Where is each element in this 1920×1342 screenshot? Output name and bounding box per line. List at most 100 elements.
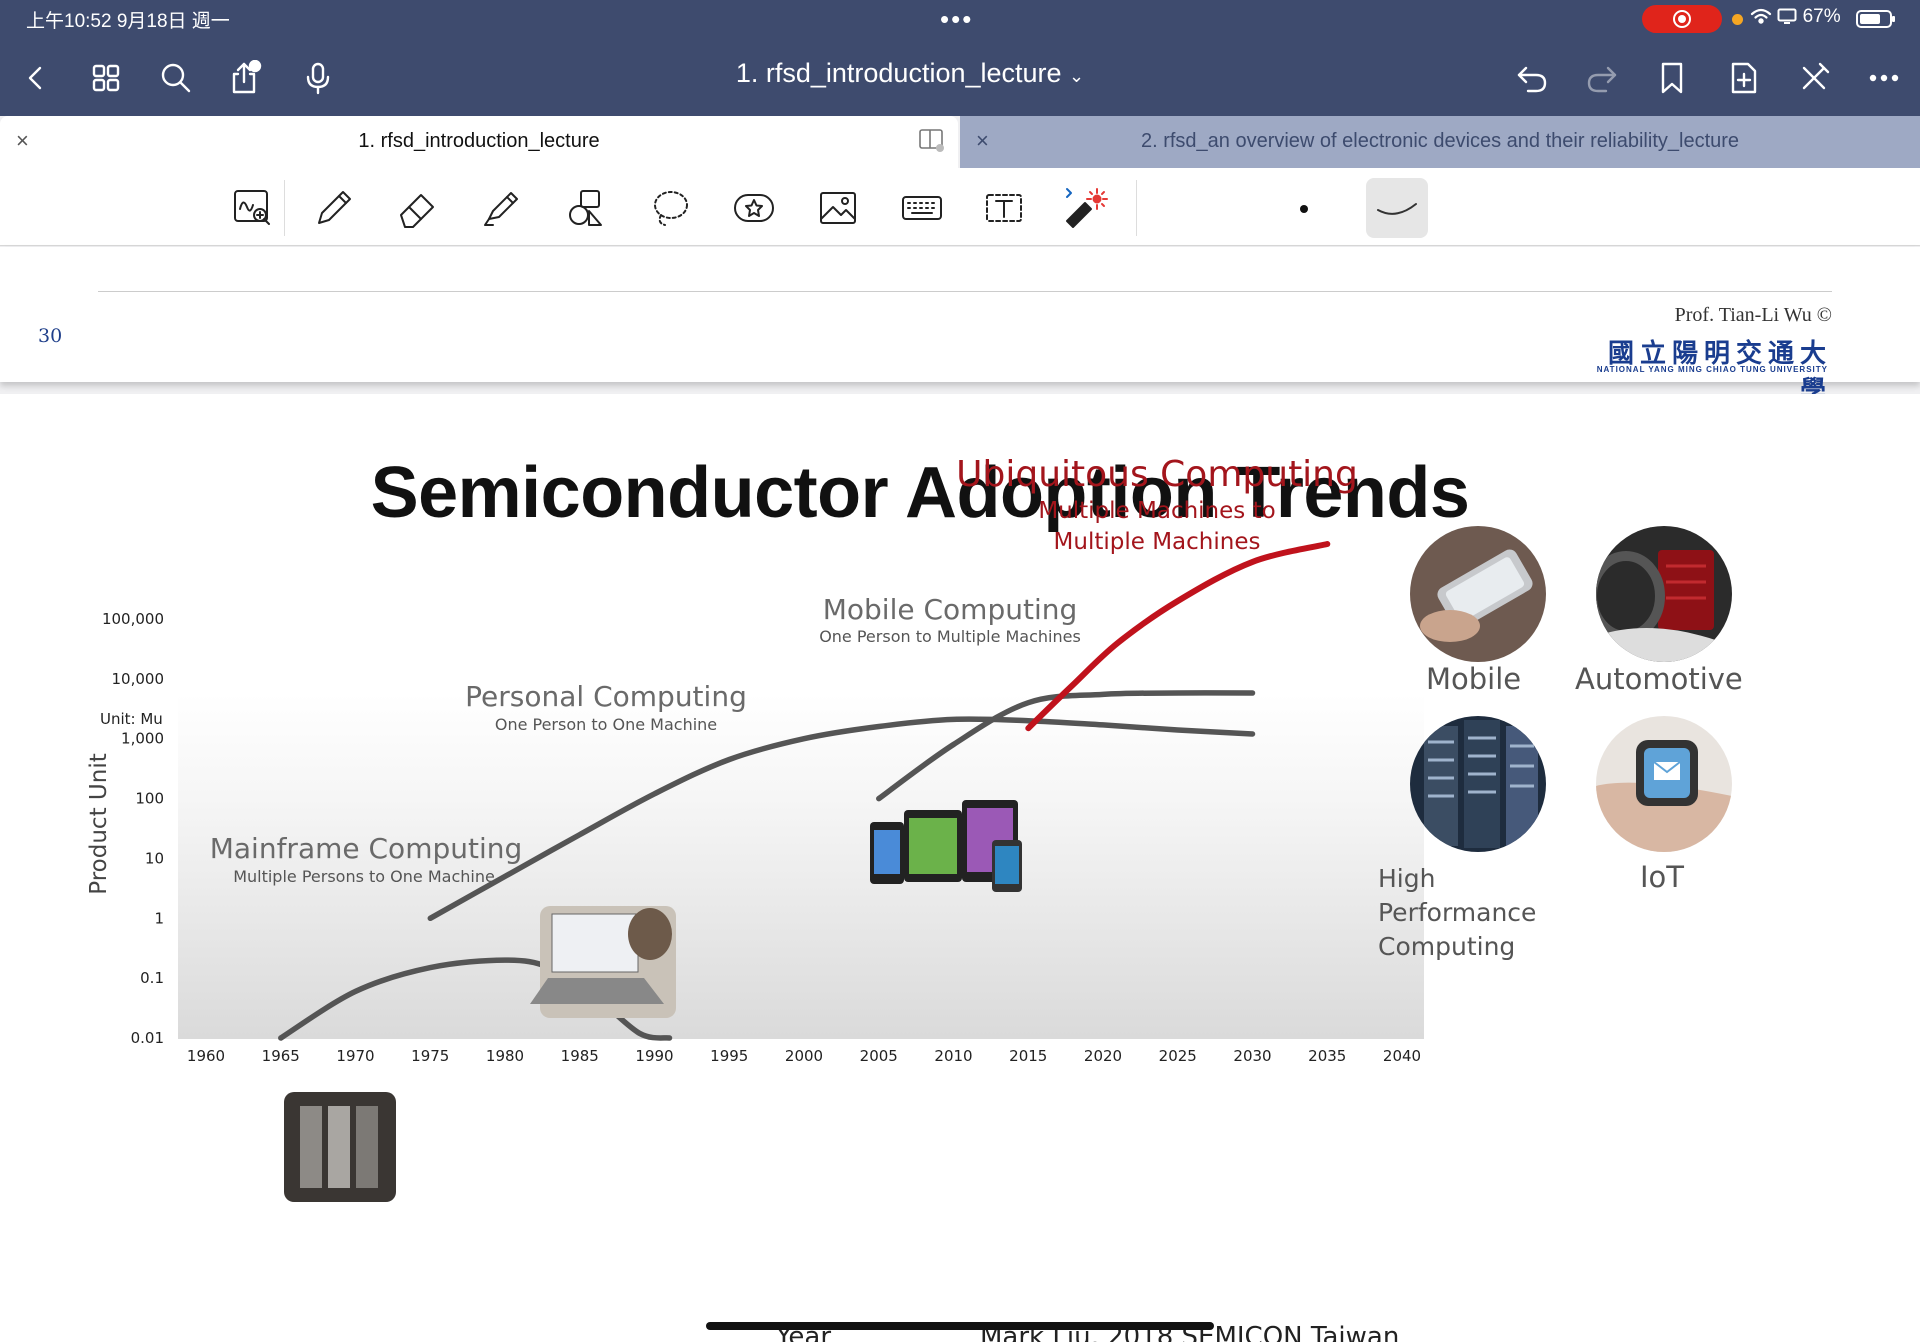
status-right: 67% <box>1750 6 1841 28</box>
mobile-devices-photo <box>870 800 1022 892</box>
personal-era-subtitle: One Person to One Machine <box>495 715 717 734</box>
page-divider-line <box>98 291 1832 292</box>
add-page-icon[interactable] <box>1722 56 1766 100</box>
microphone-icon[interactable] <box>296 56 340 100</box>
split-view-icon[interactable] <box>918 128 946 159</box>
mainframe-era-title: Mainframe Computing <box>210 832 523 865</box>
hpc-label: High Performance Computing <box>1378 862 1536 964</box>
app-toolbar: 上午10:52 9月18日 週一 ••• 67% 1. rfsd_introdu… <box>0 0 1920 116</box>
mobile-label: Mobile <box>1426 662 1522 696</box>
unit-label: Unit: Mu <box>100 710 163 728</box>
iot-photo <box>1596 716 1732 852</box>
grid-icon[interactable] <box>84 56 128 100</box>
x-tick-label: 2010 <box>934 1047 972 1065</box>
y-axis-label: Product Unit <box>86 753 112 894</box>
university-logo-english: NATIONAL YANG MING CHIAO TUNG UNIVERSITY <box>1596 365 1828 374</box>
toolbar-divider <box>1136 180 1137 236</box>
x-tick-label: 1980 <box>486 1047 524 1065</box>
ubiquitous-era-title: Ubiquitous Computing <box>956 454 1358 495</box>
ubiquitous-era-subtitle-2: Multiple Machines <box>1054 529 1261 555</box>
pen-tool-icon[interactable] <box>308 182 360 234</box>
document-title-dropdown[interactable]: 1. rfsd_introduction_lecture ⌄ <box>660 58 1160 89</box>
y-tick-label: 1,000 <box>121 730 164 748</box>
share-icon[interactable] <box>222 56 266 100</box>
hpc-photo <box>1410 716 1546 852</box>
mainframe-series-line <box>278 957 673 1041</box>
image-tool-icon[interactable] <box>812 182 864 234</box>
keyboard-tool-icon[interactable] <box>896 182 948 234</box>
drawing-toolbar <box>0 168 1920 246</box>
mainframe-photo <box>284 1092 396 1202</box>
zoom-window-tool-icon[interactable] <box>226 182 278 234</box>
x-tick-label: 2020 <box>1084 1047 1122 1065</box>
professor-credit: Prof. Tian-Li Wu © <box>1674 304 1832 326</box>
battery-level <box>1860 14 1880 24</box>
x-tick-label: 1995 <box>710 1047 748 1065</box>
hpc-label-line-3: Computing <box>1378 932 1516 961</box>
shapes-tool-icon[interactable] <box>560 182 612 234</box>
ubiquitous-series-line <box>1025 541 1331 732</box>
more-icon[interactable] <box>1862 56 1906 100</box>
stroke-style-swatch[interactable] <box>1366 178 1428 238</box>
pen-size-dot[interactable] <box>1300 205 1308 213</box>
page-scroll-indicator[interactable] <box>706 1322 1214 1330</box>
x-tick-label: 1970 <box>336 1047 374 1065</box>
document-title: 1. rfsd_introduction_lecture <box>735 58 1062 88</box>
y-tick-label: 100 <box>135 790 164 808</box>
x-tick-label: 2025 <box>1159 1047 1197 1065</box>
back-icon[interactable] <box>14 56 58 100</box>
highlighter-tool-icon[interactable] <box>476 182 528 234</box>
adoption-trend-chart: Unit: Mu Product Unit 0.01 0.1 1 10 100 1,000… <box>86 454 1424 1202</box>
laser-pointer-tool-icon[interactable] <box>1060 182 1112 234</box>
y-tick-label: 100,000 <box>102 610 164 628</box>
tab-label: 1. rfsd_introduction_lecture <box>358 130 600 152</box>
x-tick-label: 2000 <box>785 1047 823 1065</box>
status-time-date: 上午10:52 9月18日 週一 <box>26 11 230 32</box>
undo-icon[interactable] <box>1510 56 1554 100</box>
slide-title: Semiconductor Adoption Trends <box>370 453 1470 533</box>
y-tick-label: 0.01 <box>131 1029 164 1047</box>
screen-recording-indicator[interactable] <box>1642 5 1722 33</box>
laptop-photo <box>530 906 676 1018</box>
redo-icon[interactable] <box>1580 56 1624 100</box>
automotive-label: Automotive <box>1575 662 1743 696</box>
close-tools-icon[interactable] <box>1792 56 1836 100</box>
tab-close-icon[interactable]: × <box>16 128 29 153</box>
chevron-down-icon: ⌄ <box>1069 66 1085 86</box>
y-tick-label: 10 <box>145 849 164 867</box>
x-tick-label: 2035 <box>1308 1047 1346 1065</box>
wifi-icon <box>1750 6 1772 27</box>
x-tick-label: 1985 <box>561 1047 599 1065</box>
tab-document-1[interactable]: × 1. rfsd_introduction_lecture <box>0 116 958 168</box>
text-tool-icon[interactable] <box>978 182 1030 234</box>
tab-close-icon[interactable]: × <box>976 128 989 153</box>
series-lines <box>278 541 1331 1041</box>
slide-page: Semiconductor Adoption Trends Unit: Mu P… <box>0 394 1920 1342</box>
hpc-label-line-2: Performance <box>1378 898 1537 927</box>
personal-series-line <box>427 716 1256 922</box>
mainframe-era-subtitle: Multiple Persons to One Machine <box>233 867 495 886</box>
battery-icon <box>1856 10 1895 28</box>
eraser-tool-icon[interactable] <box>392 182 444 234</box>
ubiquitous-era-subtitle-1: Multiple Machines to <box>1038 498 1275 524</box>
y-tick-label: 0.1 <box>140 969 164 987</box>
sticker-tool-icon[interactable] <box>728 182 780 234</box>
x-tick-label: 1960 <box>187 1047 225 1065</box>
toolbar-divider <box>284 180 285 236</box>
search-icon[interactable] <box>154 56 198 100</box>
x-tick-label: 2005 <box>860 1047 898 1065</box>
mobile-era-subtitle: One Person to Multiple Machines <box>819 627 1081 646</box>
iot-label: IoT <box>1640 860 1685 894</box>
bookmark-icon[interactable] <box>1650 56 1694 100</box>
tab-document-2[interactable]: × 2. rfsd_an overview of electronic devi… <box>960 116 1920 168</box>
mobile-era-title: Mobile Computing <box>823 593 1078 626</box>
y-tick-label: 1 <box>154 909 164 927</box>
x-tick-label: 2040 <box>1383 1047 1421 1065</box>
multitasking-dots[interactable]: ••• <box>940 4 974 34</box>
lasso-tool-icon[interactable] <box>644 182 696 234</box>
record-icon <box>1673 10 1691 28</box>
x-tick-label: 1965 <box>262 1047 300 1065</box>
